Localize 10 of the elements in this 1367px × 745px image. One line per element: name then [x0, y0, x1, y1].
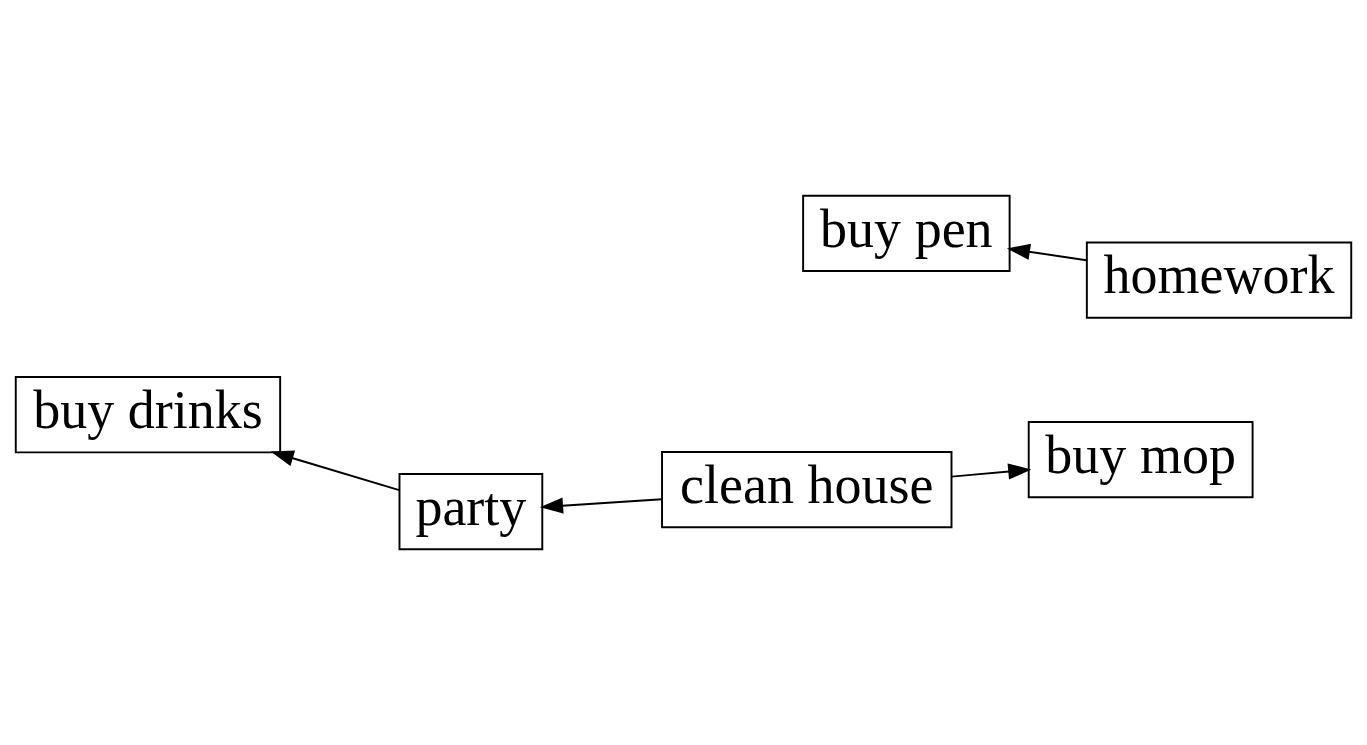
node-box: buy pen [802, 194, 1011, 272]
node-box: homework [1085, 241, 1353, 319]
arrow [1006, 243, 1088, 262]
node-box: buy mop [1027, 420, 1254, 499]
node-box: buy drinks [14, 376, 282, 454]
arrow [950, 463, 1032, 480]
arrow [270, 450, 401, 492]
node-box: party [398, 473, 544, 551]
node-box: clean house [661, 451, 953, 529]
arrow [539, 497, 663, 514]
